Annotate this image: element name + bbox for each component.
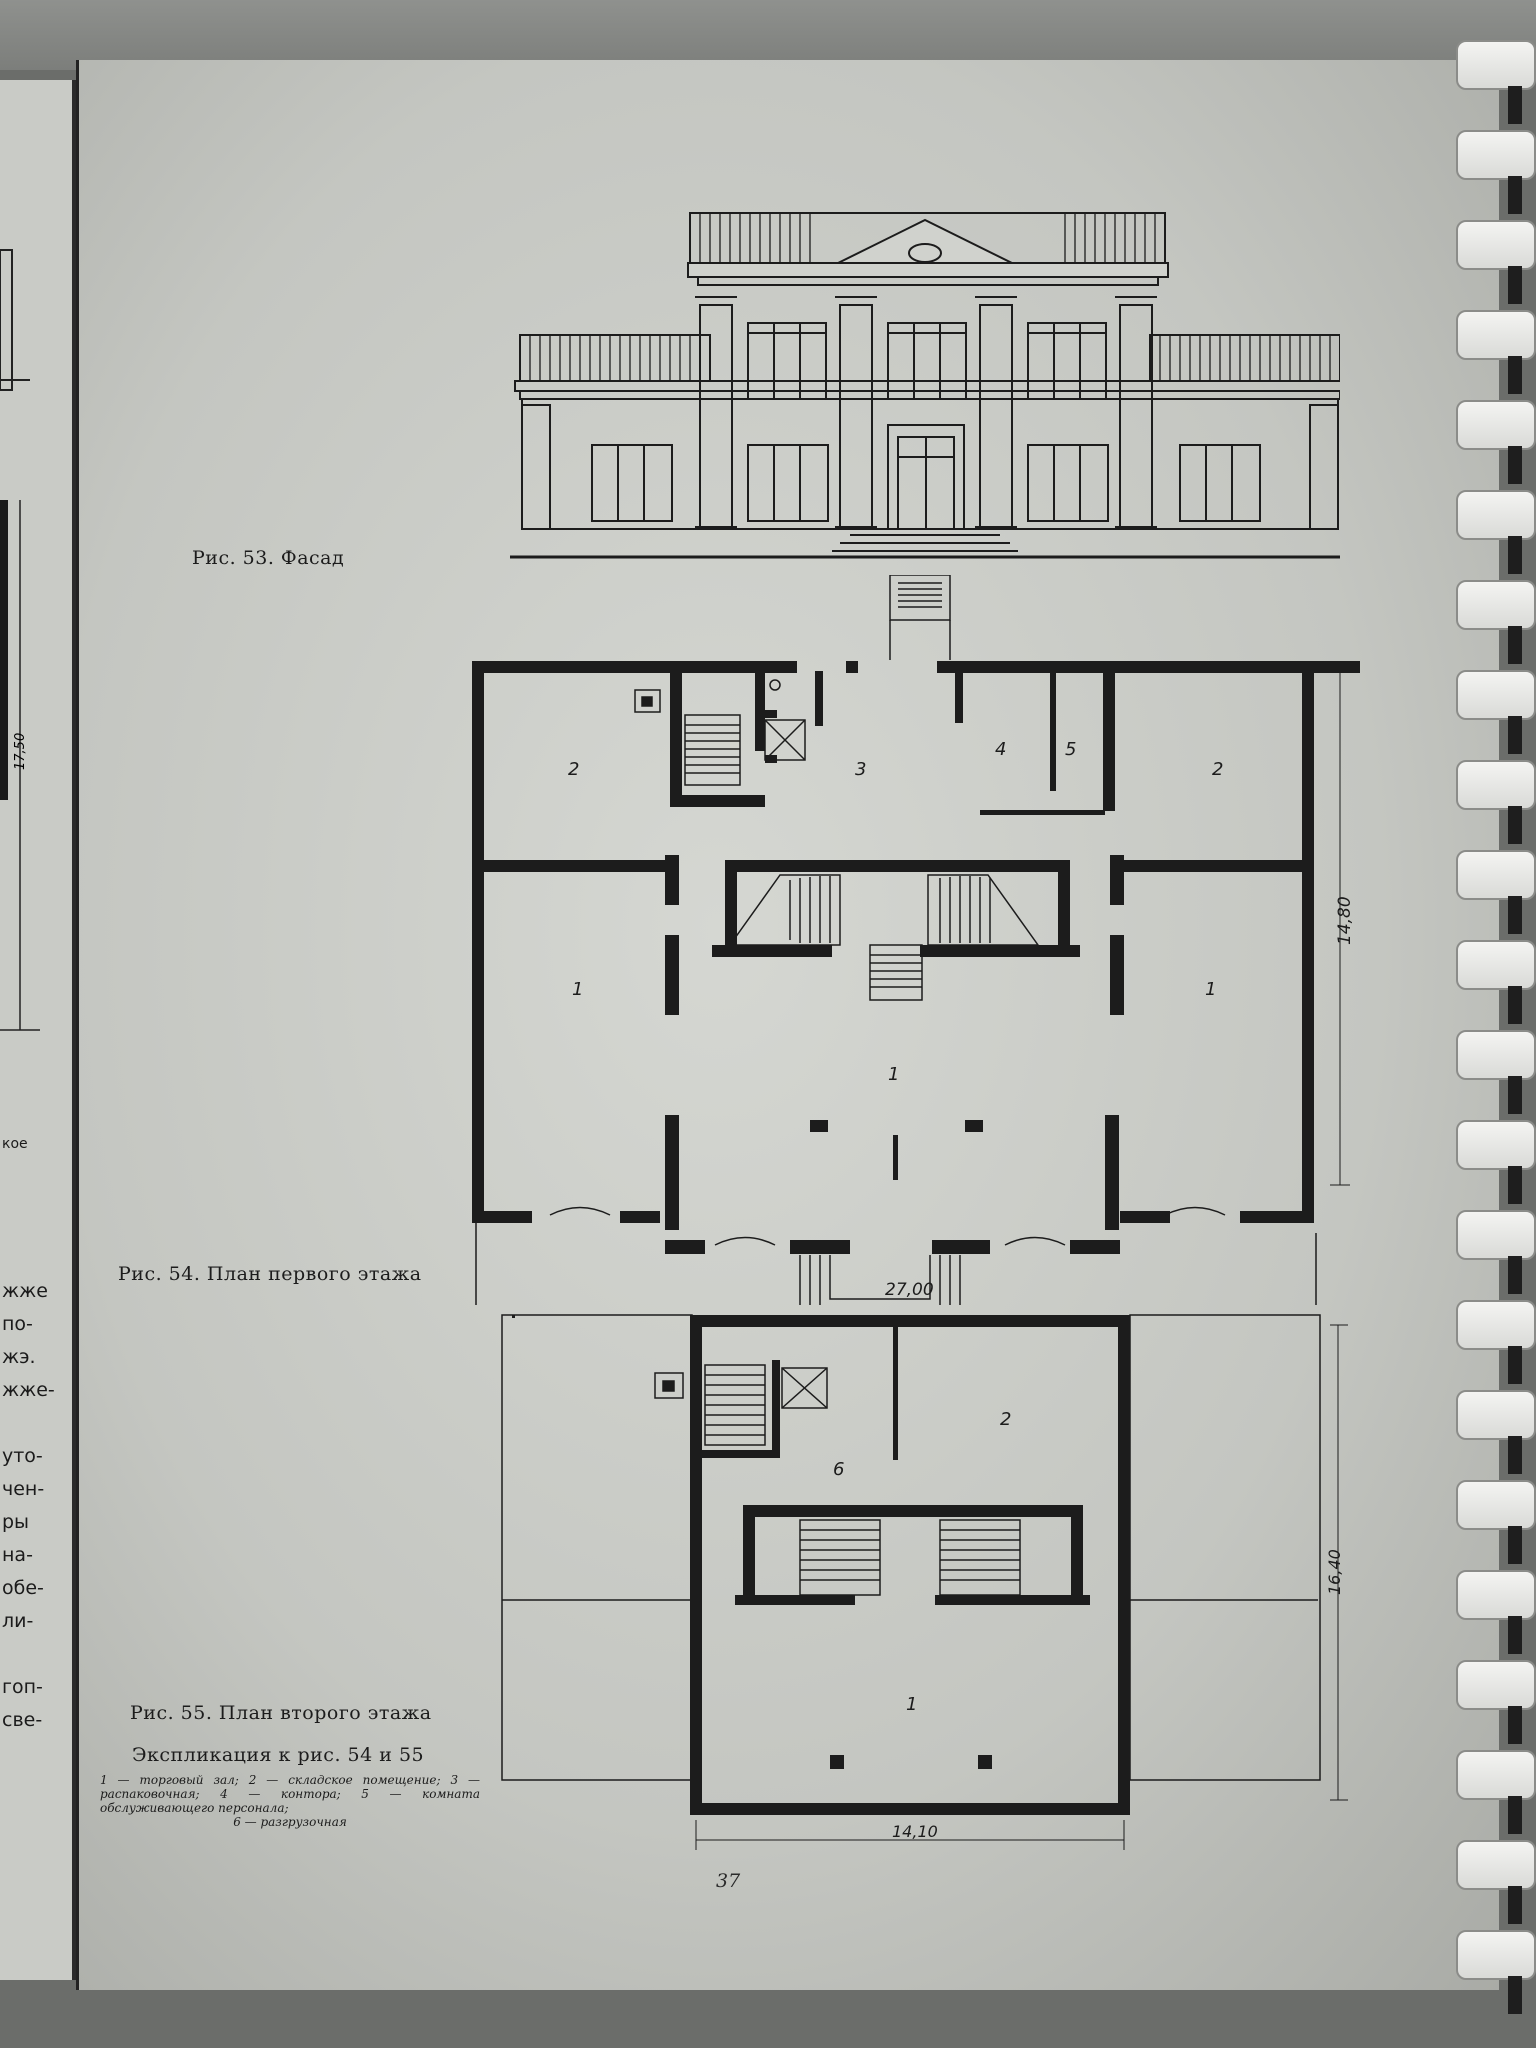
figure-55-caption: Рис. 55. План второго этажа bbox=[130, 1702, 432, 1724]
dimension-depth: 14,80 bbox=[1335, 896, 1355, 945]
binding-coil bbox=[1456, 310, 1536, 360]
room-label: 1 bbox=[888, 1064, 899, 1085]
prev-text-lines: жже по- жэ. жже- уто- чен- ры на- обе- л… bbox=[2, 1280, 55, 1731]
room-label: 2 bbox=[568, 759, 579, 780]
binding-gap bbox=[1508, 1526, 1522, 1564]
first-floor-plan: 2 3 4 5 2 1 1 1 27,00 14,80 bbox=[472, 575, 1360, 1305]
explication-legend: 1 — торговый зал; 2 — складское помещени… bbox=[100, 1773, 480, 1829]
binding-gap bbox=[1508, 626, 1522, 664]
binding-coil bbox=[1456, 1300, 1536, 1350]
binding-coil bbox=[1456, 1120, 1536, 1170]
previous-page-drawing: 17,50 bbox=[0, 249, 40, 1031]
binding-coil bbox=[1456, 850, 1536, 900]
room-label: 5 bbox=[1065, 739, 1076, 760]
binding-gap bbox=[1508, 446, 1522, 484]
binding-coil bbox=[1456, 1840, 1536, 1890]
page-number: 37 bbox=[716, 1870, 741, 1892]
binding-gap bbox=[1508, 356, 1522, 394]
previous-page-edge: 17,50 кое жже по- жэ. жже- уто- чен- ры … bbox=[0, 80, 76, 1980]
room-label: 3 bbox=[855, 759, 866, 780]
binding-gap bbox=[1508, 716, 1522, 754]
binding-gap bbox=[1508, 536, 1522, 574]
binding-coil bbox=[1456, 940, 1536, 990]
explication-text: 1 — торговый зал; 2 — складское помещени… bbox=[100, 1773, 480, 1815]
prev-dim-label: 17,50 bbox=[13, 733, 28, 770]
binding-coil bbox=[1456, 1660, 1536, 1710]
binding-coil bbox=[1456, 760, 1536, 810]
photo-background bbox=[0, 0, 1536, 70]
room-label: 1 bbox=[1205, 979, 1216, 1000]
binding-coil bbox=[1456, 1210, 1536, 1260]
binding-gap bbox=[1508, 896, 1522, 934]
binding-gap bbox=[1508, 1076, 1522, 1114]
binding-coil bbox=[1456, 1390, 1536, 1440]
room-label: 2 bbox=[1000, 1409, 1011, 1430]
binding-coil bbox=[1456, 130, 1536, 180]
binding-gap bbox=[1508, 1436, 1522, 1474]
dimension-width: 27,00 bbox=[885, 1280, 934, 1300]
room-label: 4 bbox=[995, 739, 1006, 760]
binding-gap bbox=[1508, 806, 1522, 844]
room-label: 6 bbox=[833, 1459, 844, 1480]
prev-text-fragment: кое bbox=[2, 1136, 28, 1152]
facade-drawing bbox=[510, 212, 1340, 559]
binding-gap bbox=[1508, 266, 1522, 304]
binding-gap bbox=[1508, 986, 1522, 1024]
binding-coil bbox=[1456, 1480, 1536, 1530]
room-label: 2 bbox=[1212, 759, 1223, 780]
figure-53-caption: Рис. 53. Фасад bbox=[192, 547, 345, 569]
binding-gap bbox=[1508, 1796, 1522, 1834]
binding-gap bbox=[1508, 86, 1522, 124]
binding-coil bbox=[1456, 1750, 1536, 1800]
binding-gap bbox=[1508, 1256, 1522, 1294]
binding-gap bbox=[1508, 1346, 1522, 1384]
room-label: 1 bbox=[906, 1694, 917, 1715]
binding-gap bbox=[1508, 1706, 1522, 1744]
binding-gap bbox=[1508, 1166, 1522, 1204]
second-floor-plan: 2 6 1 14,10 16,40 bbox=[501, 1314, 1348, 1850]
binding-coil bbox=[1456, 40, 1536, 90]
binding-coil bbox=[1456, 400, 1536, 450]
spiral-binding bbox=[1456, 40, 1536, 2040]
binding-coil bbox=[1456, 220, 1536, 270]
binding-gap bbox=[1508, 1976, 1522, 2014]
explication-title: Экспликация к рис. 54 и 55 bbox=[132, 1744, 425, 1766]
explication-last: 6 — разгрузочная bbox=[233, 1815, 347, 1829]
room-label: 1 bbox=[572, 979, 583, 1000]
binding-coil bbox=[1456, 670, 1536, 720]
binding-coil bbox=[1456, 1030, 1536, 1080]
binding-coil bbox=[1456, 490, 1536, 540]
dimension-depth: 16,40 bbox=[1325, 1549, 1344, 1595]
binding-coil bbox=[1456, 1570, 1536, 1620]
binding-coil bbox=[1456, 580, 1536, 630]
binding-gap bbox=[1508, 1616, 1522, 1654]
binding-gap bbox=[1508, 176, 1522, 214]
binding-coil bbox=[1456, 1930, 1536, 1980]
dimension-width: 14,10 bbox=[892, 1822, 938, 1841]
binding-gap bbox=[1508, 1886, 1522, 1924]
figure-54-caption: Рис. 54. План первого этажа bbox=[118, 1263, 422, 1285]
